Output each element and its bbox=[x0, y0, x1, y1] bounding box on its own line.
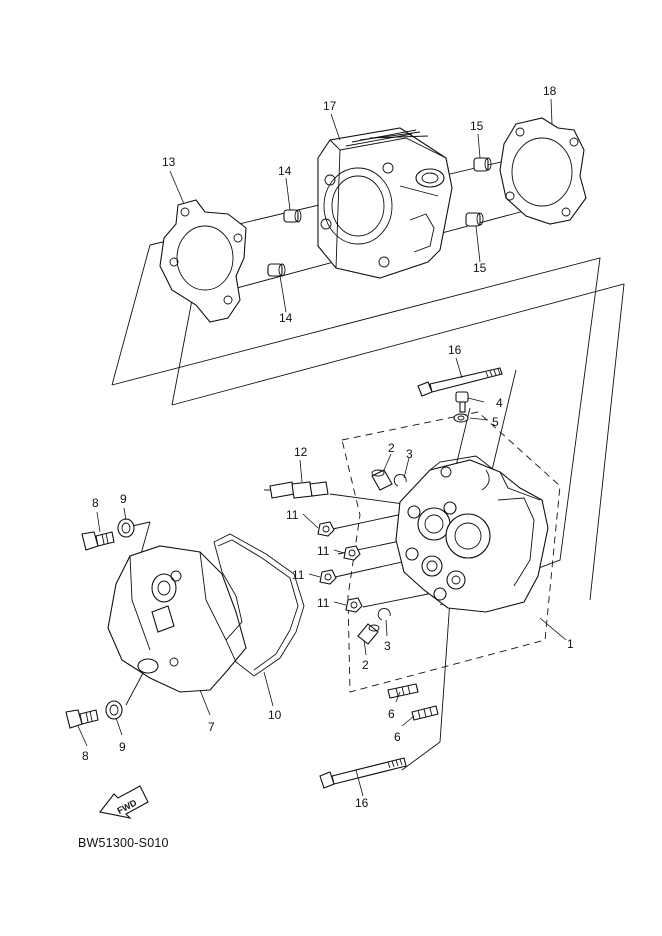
callout-6-lower: 6 bbox=[394, 730, 401, 744]
callout-13: 13 bbox=[162, 155, 176, 169]
dowel-pin-lower bbox=[267, 263, 286, 277]
nut-2 bbox=[343, 545, 361, 561]
callout-16-lower: 16 bbox=[355, 796, 369, 810]
assembly-boundary bbox=[341, 411, 561, 693]
grommet-upper bbox=[117, 518, 135, 538]
dowel-pin-right-upper bbox=[473, 157, 492, 172]
cover-gasket bbox=[213, 533, 305, 677]
circlip-upper bbox=[393, 474, 407, 487]
valve-guide-upper bbox=[371, 469, 393, 491]
stud-lower bbox=[411, 705, 439, 721]
bolt-lower bbox=[65, 709, 99, 729]
diagram-code: BW51300-S010 bbox=[78, 836, 169, 850]
callout-labels: 1 2 2 3 3 4 5 6 6 7 8 8 9 9 10 11 11 11 … bbox=[82, 84, 574, 810]
small-bolt bbox=[455, 391, 469, 413]
callout-7: 7 bbox=[208, 720, 215, 734]
callout-18: 18 bbox=[543, 84, 557, 98]
valve-guide-lower bbox=[357, 623, 380, 645]
callout-11-a: 11 bbox=[286, 508, 299, 522]
callout-11-c: 11 bbox=[292, 568, 305, 582]
callout-1: 1 bbox=[567, 637, 574, 651]
callout-4: 4 bbox=[496, 396, 503, 410]
nut-4 bbox=[345, 597, 363, 613]
dowel-pin-right-lower bbox=[465, 212, 484, 227]
leader-lines bbox=[77, 98, 567, 797]
callout-17: 17 bbox=[323, 99, 337, 113]
callout-3-upper: 3 bbox=[406, 447, 413, 461]
callout-11-b: 11 bbox=[317, 544, 330, 558]
grommet-lower bbox=[105, 700, 123, 720]
callout-2-lower: 2 bbox=[362, 658, 369, 672]
callout-14-lower: 14 bbox=[279, 311, 293, 325]
cylinder bbox=[317, 127, 453, 279]
stud-bolt-upper bbox=[417, 367, 503, 397]
callout-3-lower: 3 bbox=[384, 639, 391, 653]
bolt-upper bbox=[81, 531, 115, 551]
dowel-pin-upper bbox=[283, 209, 302, 223]
circlip-lower bbox=[377, 608, 391, 621]
stud-upper bbox=[387, 683, 419, 699]
callout-9-upper: 9 bbox=[120, 492, 127, 506]
callout-6-upper: 6 bbox=[388, 707, 395, 721]
callout-10: 10 bbox=[268, 708, 282, 722]
washer bbox=[453, 413, 469, 423]
callout-16-upper: 16 bbox=[448, 343, 462, 357]
callout-11-d: 11 bbox=[317, 596, 330, 610]
nut-3 bbox=[319, 569, 337, 585]
callout-8-lower: 8 bbox=[82, 749, 89, 763]
cylinder-gasket-left bbox=[159, 199, 247, 323]
callout-15-upper: 15 bbox=[470, 119, 484, 133]
fwd-arrow-icon: FWD bbox=[99, 785, 149, 819]
spark-plug bbox=[264, 481, 329, 499]
callout-5: 5 bbox=[492, 415, 499, 429]
stud-bolt-lower bbox=[319, 757, 407, 789]
callout-9-lower: 9 bbox=[119, 740, 126, 754]
callout-12: 12 bbox=[294, 445, 308, 459]
callout-14-upper: 14 bbox=[278, 164, 292, 178]
callout-2-upper: 2 bbox=[388, 441, 395, 455]
head-cover bbox=[107, 545, 247, 693]
cylinder-head bbox=[395, 455, 549, 613]
callout-8-upper: 8 bbox=[92, 496, 99, 510]
nut-1 bbox=[317, 521, 335, 537]
cylinder-head-gasket bbox=[499, 117, 587, 225]
callout-15-lower: 15 bbox=[473, 261, 487, 275]
